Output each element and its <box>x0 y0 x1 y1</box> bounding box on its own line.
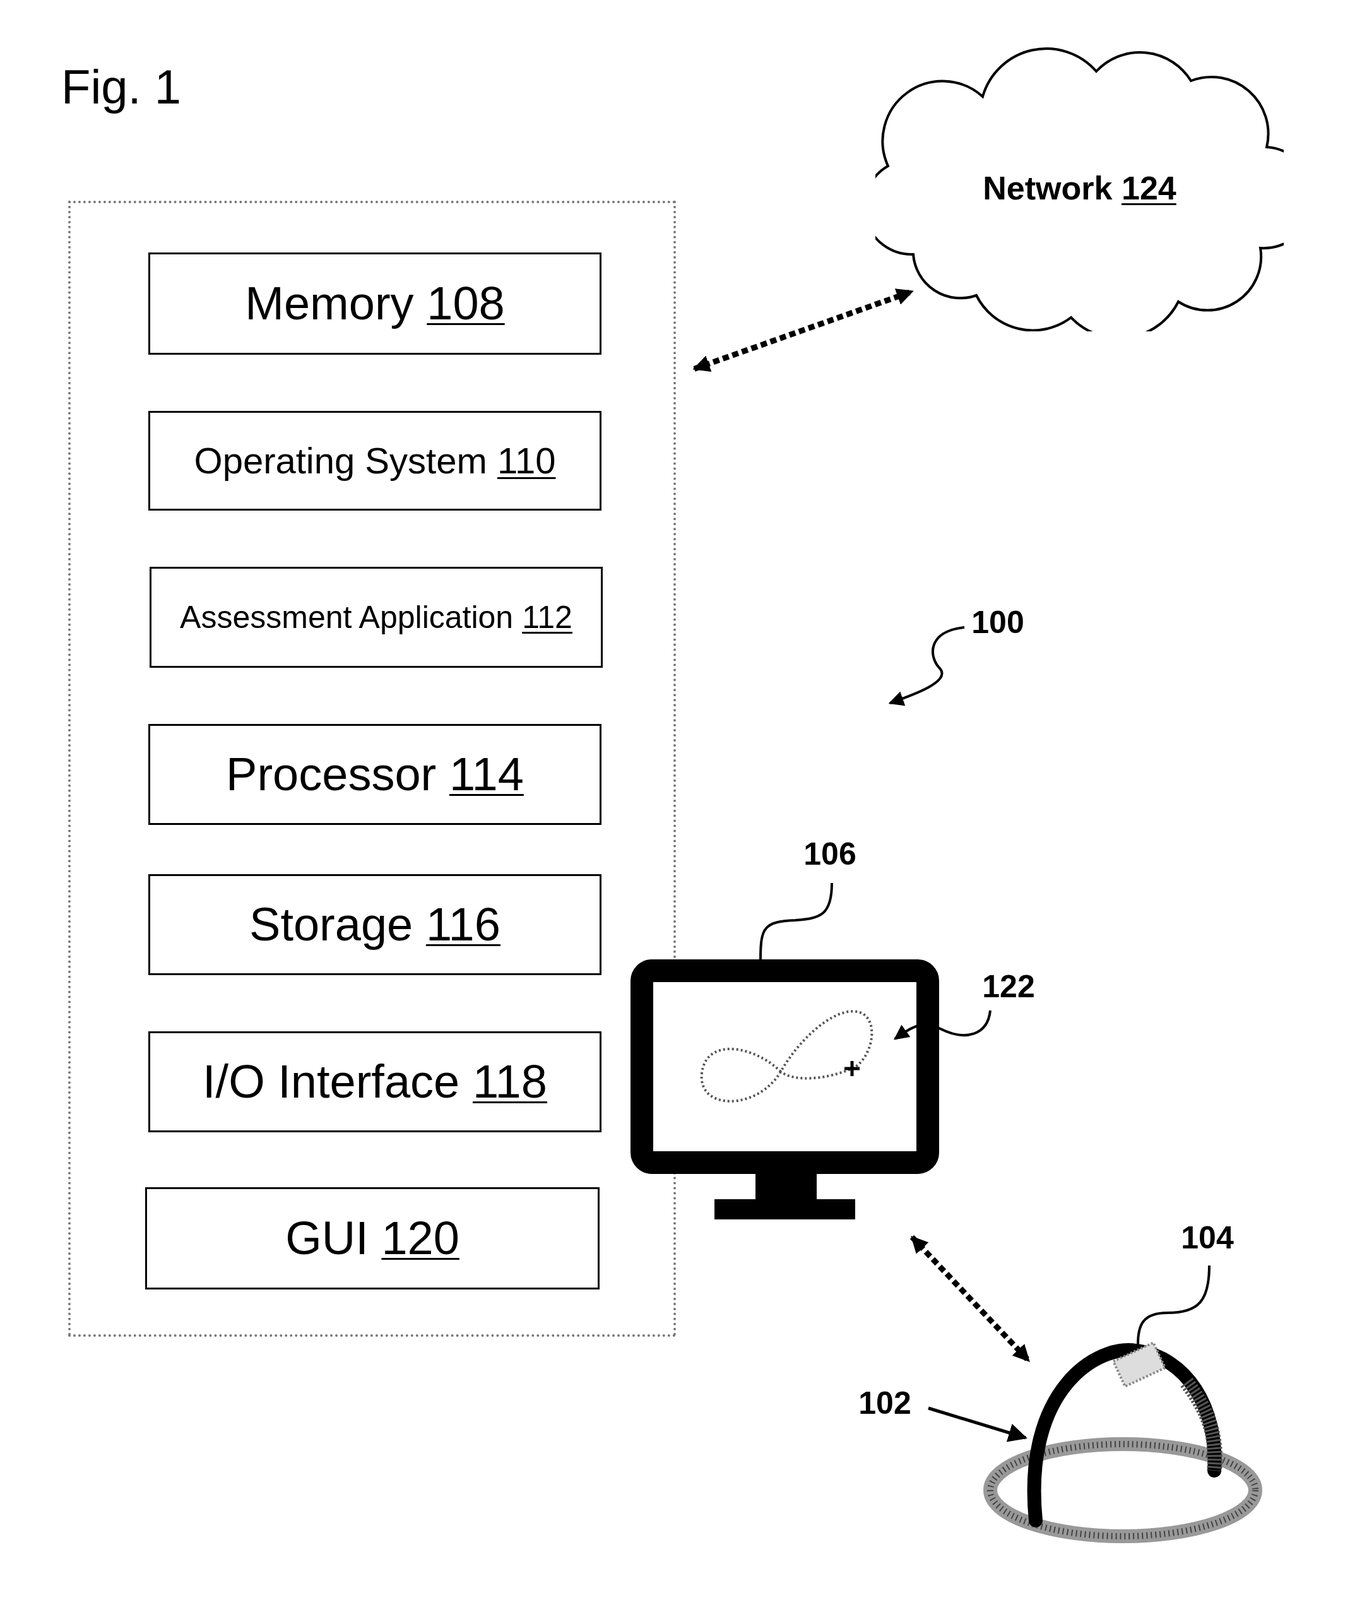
component-name: Processor <box>225 748 437 800</box>
leader-line <box>889 627 965 704</box>
callout-number: 104 <box>1180 1221 1234 1254</box>
component-name: Network <box>982 170 1113 207</box>
leader-line <box>1137 1265 1210 1345</box>
reference-number: 124 <box>1121 170 1177 207</box>
data-link-arrow <box>694 291 912 370</box>
component-name: Operating System <box>194 440 488 481</box>
component-box: Storage116 <box>148 874 602 976</box>
node-label: Network124 <box>875 46 1284 332</box>
reference-number: 120 <box>381 1212 459 1264</box>
node-label: GUI120 <box>147 1189 598 1288</box>
reference-number: 116 <box>426 898 501 950</box>
component-name: GUI <box>285 1212 369 1264</box>
node-label: Processor114 <box>150 725 600 824</box>
node-label: Operating System110 <box>150 412 600 509</box>
node-label: Memory108 <box>150 254 600 353</box>
network-cloud: Network124 <box>875 46 1284 332</box>
reference-number: 110 <box>497 440 556 481</box>
node-label: Assessment Application112 <box>151 568 601 666</box>
reference-number: 114 <box>449 748 524 800</box>
headset <box>990 1342 1256 1537</box>
callout-number: 122 <box>982 970 1035 1003</box>
component-box: Operating System110 <box>148 410 602 511</box>
component-box: Memory108 <box>148 252 602 355</box>
reference-number: 112 <box>521 600 573 635</box>
node-label: I/O Interface118 <box>150 1033 600 1131</box>
monitor <box>641 970 928 1220</box>
component-box: I/O Interface118 <box>148 1031 602 1133</box>
component-name: Storage <box>249 898 413 950</box>
computer-system-frame: Memory108Operating System110Assessment A… <box>68 200 676 1337</box>
leader-line <box>760 882 832 960</box>
data-link-arrow <box>911 1237 1029 1361</box>
reference-number: 108 <box>426 277 505 329</box>
callout-number: 102 <box>858 1387 911 1419</box>
node-label: Storage116 <box>150 876 600 974</box>
leader-line <box>894 1010 991 1039</box>
leader-line <box>928 1408 1026 1438</box>
component-name: I/O Interface <box>202 1055 460 1108</box>
component-name: Memory <box>244 277 414 329</box>
component-box: Processor114 <box>148 723 602 825</box>
figure-label: Fig. 1 <box>61 63 182 112</box>
reference-number: 118 <box>472 1055 548 1108</box>
callout-number: 100 <box>971 606 1024 639</box>
component-box: GUI120 <box>145 1187 600 1290</box>
component-box: Assessment Application112 <box>149 566 603 668</box>
callout-number: 106 <box>803 838 856 870</box>
component-name: Assessment Application <box>179 600 514 635</box>
